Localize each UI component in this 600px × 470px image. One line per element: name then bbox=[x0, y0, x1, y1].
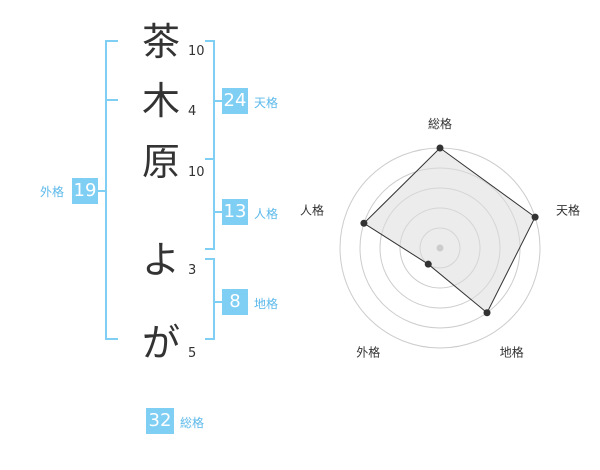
stroke-count-4: 3 bbox=[188, 263, 197, 278]
radar-center bbox=[436, 244, 444, 252]
radar-axis-label-5: 人格 bbox=[300, 202, 324, 217]
stroke-count-5: 5 bbox=[188, 346, 197, 361]
soukaku-badge: 32 bbox=[146, 408, 174, 434]
name-char-1: 茶 bbox=[141, 20, 180, 64]
radar-area bbox=[363, 147, 536, 314]
radar-axis-label-4: 外格 bbox=[356, 345, 380, 360]
name-char-3: 原 bbox=[141, 140, 180, 184]
name-char-2: 木 bbox=[141, 79, 180, 123]
radar-point-1 bbox=[436, 144, 444, 152]
gaikaku-label: 外格 bbox=[40, 185, 65, 199]
stroke-count-1: 10 bbox=[188, 44, 205, 59]
radar-axis-label-3: 地格 bbox=[500, 345, 524, 360]
radar-point-3 bbox=[483, 309, 491, 317]
chikaku-label: 地格 bbox=[254, 297, 279, 311]
stroke-count-3: 10 bbox=[188, 165, 205, 180]
radar-axis-label-1: 総格 bbox=[428, 116, 452, 131]
tenkaku-badge: 24 bbox=[222, 88, 248, 114]
radar-point-2 bbox=[531, 213, 539, 221]
chikaku-bracket bbox=[205, 258, 215, 340]
soukaku-label: 総格 bbox=[180, 416, 205, 430]
chikaku-badge: 8 bbox=[222, 289, 248, 315]
jinkaku-label: 人格 bbox=[254, 207, 279, 221]
radar-axis-label-2: 天格 bbox=[556, 202, 580, 217]
name-char-4: よ bbox=[141, 238, 180, 282]
jinkaku-badge: 13 bbox=[222, 199, 248, 225]
stroke-count-2: 4 bbox=[188, 104, 197, 119]
radar-point-4 bbox=[424, 260, 432, 268]
jinkaku-bracket bbox=[205, 158, 215, 250]
gaikaku-badge: 19 bbox=[72, 178, 98, 204]
name-char-5: が bbox=[141, 321, 180, 365]
tenkaku-label: 天格 bbox=[254, 96, 279, 110]
radar-point-5 bbox=[360, 219, 368, 227]
